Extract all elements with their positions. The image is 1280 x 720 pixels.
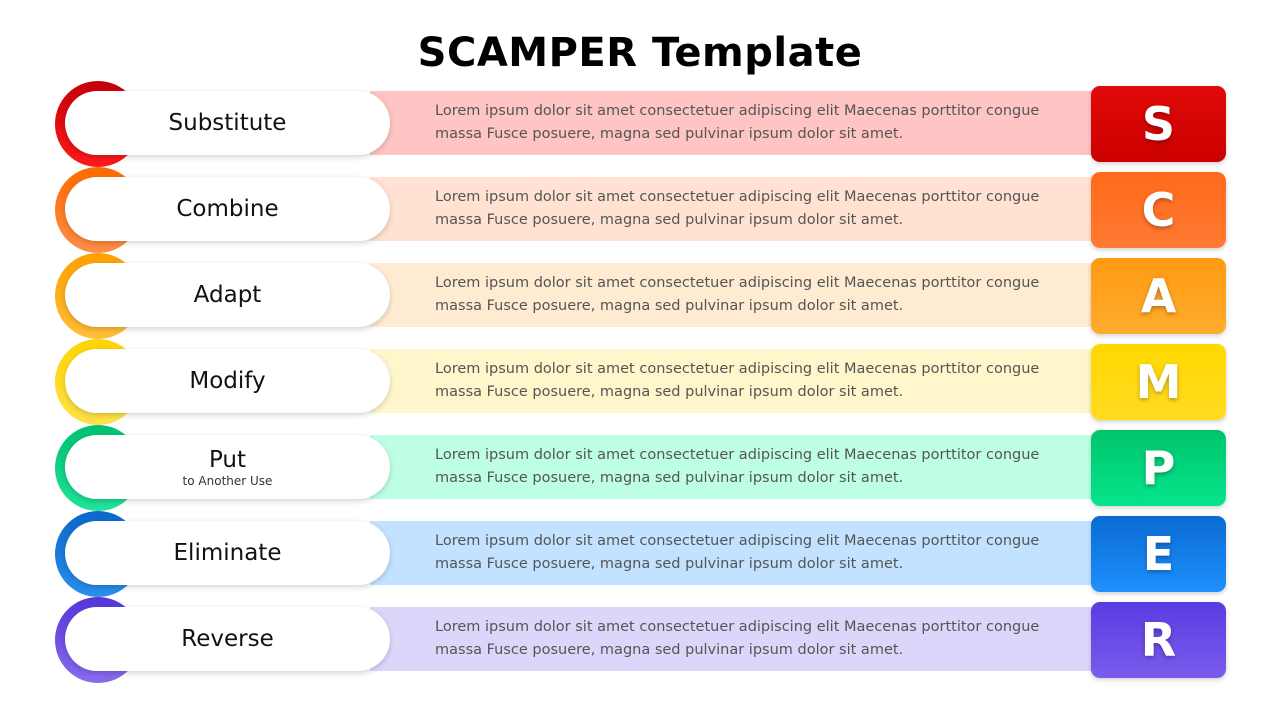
step-description-text: Lorem ipsum dolor sit amet consectetuer … bbox=[435, 275, 1040, 314]
step-label: Put bbox=[208, 446, 247, 473]
step-pill: Substitute bbox=[65, 91, 390, 155]
step-description-text: Lorem ipsum dolor sit amet consectetuer … bbox=[435, 103, 1040, 142]
step-letter: P bbox=[1141, 441, 1176, 495]
step-description-text: Lorem ipsum dolor sit amet consectetuer … bbox=[435, 619, 1040, 658]
description-band bbox=[370, 607, 1110, 671]
letter-box: A bbox=[1091, 258, 1226, 334]
step-label: Adapt bbox=[193, 282, 262, 308]
scamper-row: Adapt Lorem ipsum dolor sit amet consecte… bbox=[0, 253, 1280, 339]
letter-box: R bbox=[1091, 602, 1226, 678]
description-band bbox=[370, 263, 1110, 327]
step-description-text: Lorem ipsum dolor sit amet consectetuer … bbox=[435, 189, 1040, 228]
description-band bbox=[370, 349, 1110, 413]
step-label: Substitute bbox=[168, 110, 287, 136]
letter-box: S bbox=[1091, 86, 1226, 162]
page-title: SCAMPER Template bbox=[417, 30, 863, 76]
description-band bbox=[370, 521, 1110, 585]
step-letter: M bbox=[1135, 355, 1182, 409]
step-letter: R bbox=[1140, 613, 1177, 667]
step-label: Modify bbox=[189, 368, 266, 394]
step-label: Reverse bbox=[181, 626, 274, 652]
step-description: Lorem ipsum dolor sit amet consectetuer … bbox=[435, 263, 1075, 327]
step-description-text: Lorem ipsum dolor sit amet consectetuer … bbox=[435, 533, 1040, 572]
step-description: Lorem ipsum dolor sit amet consectetuer … bbox=[435, 177, 1075, 241]
step-letter: E bbox=[1142, 527, 1175, 581]
step-description: Lorem ipsum dolor sit amet consectetuer … bbox=[435, 521, 1075, 585]
description-band bbox=[370, 91, 1110, 155]
scamper-row: Substitute Lorem ipsum dolor sit amet con… bbox=[0, 81, 1280, 167]
step-description: Lorem ipsum dolor sit amet consectetuer … bbox=[435, 349, 1075, 413]
step-letter: C bbox=[1141, 183, 1176, 237]
step-letter: A bbox=[1140, 269, 1177, 323]
description-band bbox=[370, 435, 1110, 499]
step-pill: Modify bbox=[65, 349, 390, 413]
step-label: Eliminate bbox=[173, 540, 282, 566]
step-description-text: Lorem ipsum dolor sit amet consectetuer … bbox=[435, 361, 1040, 400]
letter-box: E bbox=[1091, 516, 1226, 592]
description-band bbox=[370, 177, 1110, 241]
step-description: Lorem ipsum dolor sit amet consectetuer … bbox=[435, 607, 1075, 671]
scamper-row: Combine Lorem ipsum dolor sit amet consec… bbox=[0, 167, 1280, 253]
step-pill: Combine bbox=[65, 177, 390, 241]
step-description-text: Lorem ipsum dolor sit amet consectetuer … bbox=[435, 447, 1040, 486]
step-pill: Adapt bbox=[65, 263, 390, 327]
scamper-row: Modify Lorem ipsum dolor sit amet consect… bbox=[0, 339, 1280, 425]
letter-box: P bbox=[1091, 430, 1226, 506]
step-pill: Reverse bbox=[65, 607, 390, 671]
step-description: Lorem ipsum dolor sit amet consectetuer … bbox=[435, 91, 1075, 155]
step-sublabel: to Another Use bbox=[182, 473, 273, 488]
letter-box: M bbox=[1091, 344, 1226, 420]
step-pill: Eliminate bbox=[65, 521, 390, 585]
scamper-row: Reverse Lorem ipsum dolor sit amet consec… bbox=[0, 597, 1280, 683]
scamper-row: Eliminate Lorem ipsum dolor sit amet cons… bbox=[0, 511, 1280, 597]
step-label: Combine bbox=[176, 196, 279, 222]
step-description: Lorem ipsum dolor sit amet consectetuer … bbox=[435, 435, 1075, 499]
step-letter: S bbox=[1141, 97, 1176, 151]
letter-box: C bbox=[1091, 172, 1226, 248]
